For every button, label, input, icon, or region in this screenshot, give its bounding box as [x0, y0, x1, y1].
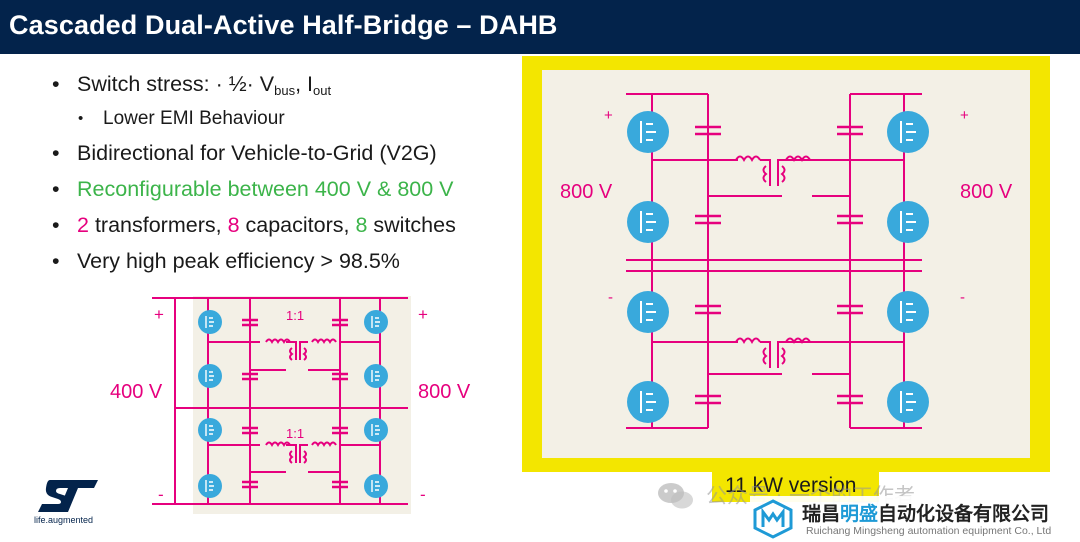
- wechat-icon: [658, 483, 693, 509]
- company-english-name: Ruichang Mingsheng automation equipment …: [806, 525, 1052, 537]
- big-switch-8: [887, 381, 929, 423]
- small-transformer-bottom: [265, 441, 337, 464]
- small-switch-4: [198, 474, 222, 498]
- st-tagline: life.augmented: [34, 515, 94, 525]
- big-schematic-panel: [542, 70, 1030, 458]
- company-name: 瑞昌明盛自动化设备有限公司: [802, 503, 1050, 525]
- big-switch-4: [627, 381, 669, 423]
- big-columns: [651, 94, 905, 428]
- big-switch-6: [887, 201, 929, 243]
- small-minus-left: -: [158, 485, 164, 504]
- company-badge: 瑞昌明盛自动化设备有限公司 Ruichang Mingsheng automat…: [750, 496, 1080, 542]
- big-diagram-caption: 11 kW version: [725, 474, 857, 497]
- big-switch-3: [627, 291, 669, 333]
- big-voltage-left: 800 V: [560, 181, 613, 203]
- big-transformer-top: [735, 155, 811, 186]
- small-switch-8: [364, 474, 388, 498]
- big-switch-5: [887, 111, 929, 153]
- small-ratio-top: 1:1: [286, 308, 304, 323]
- title-bar: Cascaded Dual-Active Half-Bridge – DAHB: [0, 0, 1080, 54]
- slide-title: Cascaded Dual-Active Half-Bridge – DAHB: [9, 10, 558, 40]
- big-transformer-bottom: [735, 337, 811, 368]
- small-capacitors: [242, 318, 348, 489]
- big-minus-right: -: [960, 289, 965, 306]
- small-switch-5: [364, 310, 388, 334]
- small-dahb-schematic: 1:1 1:1 + + - - 400 V 800 V: [110, 296, 471, 514]
- small-switch-7: [364, 418, 388, 442]
- big-plus-right: +: [960, 107, 969, 124]
- big-switch-1: [627, 111, 669, 153]
- st-logo-icon: [38, 480, 98, 512]
- small-ratio-bottom: 1:1: [286, 426, 304, 441]
- company-logo-icon: [753, 499, 793, 539]
- big-capacitors: [695, 125, 863, 405]
- small-rails: [152, 297, 408, 505]
- small-minus-right: -: [420, 485, 426, 504]
- big-dahb-schematic: + + - - 800 V 800 V: [522, 56, 1050, 472]
- small-transformer-top: [265, 338, 337, 361]
- big-voltage-right: 800 V: [960, 181, 1013, 203]
- big-minus-left: -: [608, 289, 613, 306]
- big-switch-2: [627, 201, 669, 243]
- big-switch-7: [887, 291, 929, 333]
- small-voltage-left: 400 V: [110, 381, 163, 403]
- small-switch-6: [364, 364, 388, 388]
- small-switch-2: [198, 364, 222, 388]
- small-links: [208, 341, 380, 473]
- small-voltage-right: 800 V: [418, 381, 471, 403]
- small-plus-left: +: [154, 305, 164, 324]
- big-rails: [626, 93, 922, 429]
- big-plus-left: +: [604, 107, 613, 124]
- big-links: [652, 159, 904, 375]
- small-plus-right: +: [418, 305, 428, 324]
- small-switch-3: [198, 418, 222, 442]
- small-switch-1: [198, 310, 222, 334]
